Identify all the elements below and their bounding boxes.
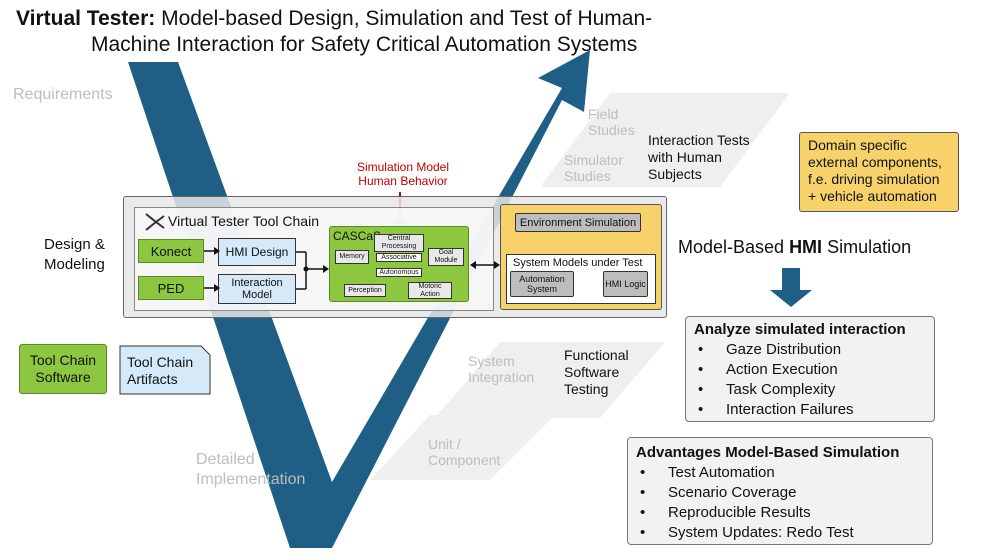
integration-band xyxy=(435,342,665,418)
down-arrow xyxy=(770,268,812,307)
environment-simulation-box: Environment Simulation xyxy=(515,213,641,232)
analyze-title: Analyze simulated interaction xyxy=(694,321,906,338)
analyze-panel: Analyze simulated interaction Gaze Distr… xyxy=(685,316,935,422)
field-studies-band xyxy=(540,93,790,187)
simulation-model-label: Simulation Model Human Behavior xyxy=(356,160,450,188)
model-based-hmi-label: Model-Based HMI Simulation xyxy=(678,236,911,258)
perception-box: Perception xyxy=(344,284,386,297)
legend-software-box: Tool Chain Software xyxy=(19,344,107,394)
system-integration-label: System Integration xyxy=(468,353,535,385)
requirements-label: Requirements xyxy=(13,86,113,103)
list-item: Action Execution xyxy=(694,360,926,380)
list-item: Reproducible Results xyxy=(636,503,924,523)
analyze-list: Gaze Distribution Action Execution Task … xyxy=(694,340,926,420)
autonomous-box: Autonomous xyxy=(376,268,422,277)
ped-box: PED xyxy=(138,276,204,300)
advantages-list: Test Automation Scenario Coverage Reprod… xyxy=(636,463,924,543)
field-studies-label: Field Studies xyxy=(588,106,635,138)
unit-component-label: Unit / Component xyxy=(428,436,501,468)
legend-artifacts-label: Tool Chain Artifacts xyxy=(127,354,194,387)
title-bold: Virtual Tester: xyxy=(16,7,156,30)
konect-box: Konect xyxy=(138,239,204,263)
design-modeling-label: Design & Modeling xyxy=(44,236,105,273)
functional-testing-label: Functional Software Testing xyxy=(564,347,629,397)
interaction-model-box: Interaction Model xyxy=(218,274,296,304)
legend-artifacts-box: Tool Chain Artifacts xyxy=(119,345,211,395)
list-item: Gaze Distribution xyxy=(694,340,926,360)
mbhmi-post: Simulation xyxy=(822,237,912,257)
hmi-logic-box: HMI Logic xyxy=(603,271,648,297)
interaction-tests-label: Interaction Tests with Human Subjects xyxy=(648,132,750,182)
motoric-action-box: Motoric Action xyxy=(408,282,452,299)
mbhmi-bold: HMI xyxy=(789,237,823,257)
mbhmi-pre: Model-Based xyxy=(678,237,790,257)
central-processing-box: Central Processing xyxy=(374,234,424,252)
toolchain-title: Virtual Tester Tool Chain xyxy=(168,213,319,229)
associative-box: Associative xyxy=(376,253,422,262)
hmi-design-box: HMI Design xyxy=(218,238,296,266)
system-models-label: System Models under Test xyxy=(513,257,643,269)
list-item: System Updates: Redo Test xyxy=(636,523,924,543)
dlr-logo-icon xyxy=(145,213,165,231)
memory-box: Memory xyxy=(335,250,369,264)
advantages-title: Advantages Model-Based Simulation xyxy=(636,444,900,461)
automation-system-box: Automation System xyxy=(510,271,574,297)
cascas-title: CASCaS xyxy=(333,229,382,243)
domain-components-box: Domain specific external components, f.e… xyxy=(799,132,959,212)
detailed-implementation-label: Detailed Implementation xyxy=(196,451,306,488)
list-item: Task Complexity xyxy=(694,380,926,400)
artifact-shape xyxy=(119,345,211,395)
list-item: Scenario Coverage xyxy=(636,483,924,503)
title-rest: Model-based Design, Simulation and Test … xyxy=(155,7,653,30)
list-item: Interaction Failures xyxy=(694,400,926,420)
unit-band xyxy=(370,415,555,480)
advantages-panel: Advantages Model-Based Simulation Test A… xyxy=(627,437,933,545)
page-title: Virtual Tester: Model-based Design, Simu… xyxy=(16,6,736,58)
list-item: Test Automation xyxy=(636,463,924,483)
title-line2: Machine Interaction for Safety Critical … xyxy=(91,33,638,56)
goal-module-box: Goal Module xyxy=(428,248,464,266)
simulator-studies-label: Simulator Studies xyxy=(564,152,624,184)
